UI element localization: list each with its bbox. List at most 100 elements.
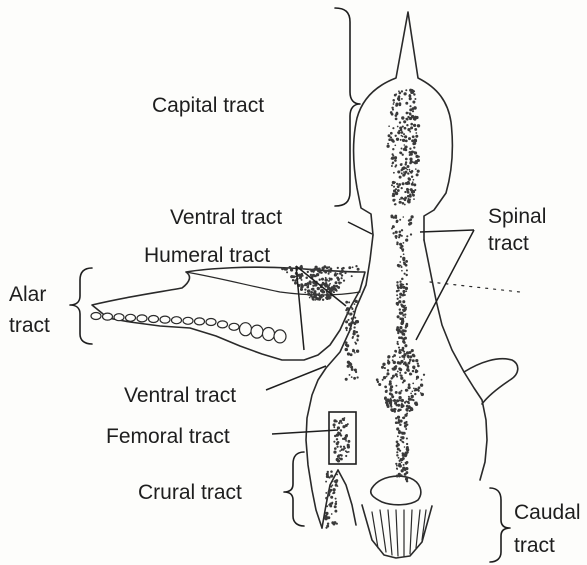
stipple-dot: [390, 136, 392, 138]
femoral-leader: [272, 430, 338, 434]
stipple-dot: [398, 99, 400, 101]
stipple-dot: [414, 98, 416, 100]
stipple-dot: [400, 256, 402, 258]
stipple-dot: [401, 471, 403, 473]
stipple-dot: [413, 124, 416, 127]
stipple-dot: [329, 505, 332, 508]
stipple-dot: [395, 417, 397, 419]
stipple-dot: [331, 513, 333, 515]
stipple-dot: [391, 158, 393, 160]
stipple-dot: [405, 260, 408, 263]
stipple-dot: [400, 431, 402, 433]
stipple-dot: [350, 366, 353, 369]
stipple-dot: [402, 349, 405, 352]
stipple-dot: [387, 143, 389, 145]
primary-feather-7: [160, 316, 170, 323]
stipple-dot: [328, 269, 330, 271]
stipple-dot: [401, 148, 403, 150]
stipple-dot: [339, 272, 342, 275]
stipple-dot: [406, 451, 409, 454]
stipple-dot: [344, 417, 346, 419]
stipple-dot: [401, 355, 404, 358]
right-wing-stub: [464, 359, 518, 404]
stipple-dot: [399, 281, 401, 283]
stipple-dot: [338, 281, 341, 284]
stipple-dot: [332, 488, 335, 491]
stipple-dot: [406, 405, 409, 408]
primary-feather-17: [274, 330, 286, 343]
body-outline-right: [424, 240, 487, 480]
stipple-dot: [410, 233, 412, 235]
stipple-dot: [409, 148, 411, 150]
stipple-dot: [329, 493, 331, 495]
stipple-dot: [401, 305, 403, 307]
stipple-dot: [304, 288, 306, 290]
stipple-dot: [325, 497, 328, 500]
stipple-dot: [348, 301, 350, 303]
stipple-dot: [390, 398, 392, 400]
stipple-dot: [307, 293, 310, 296]
stipple-dot: [321, 266, 324, 269]
stipple-dot: [397, 126, 399, 128]
stipple-dot: [394, 402, 397, 405]
stipple-dot: [385, 390, 388, 393]
stipple-dot: [397, 435, 399, 437]
stipple-dot: [396, 454, 398, 456]
stipple-dot: [392, 377, 394, 379]
stipple-dot: [309, 297, 311, 299]
stipple-dot: [400, 377, 403, 380]
stipple-dot: [319, 279, 321, 281]
primary-feather-3: [114, 314, 124, 321]
stipple-dot: [322, 299, 324, 301]
label-alar-line1: Alar: [9, 283, 46, 306]
stipple-dot: [408, 223, 411, 226]
stipple-dot: [356, 334, 359, 337]
stipple-dot: [404, 135, 407, 138]
stipple-dot: [397, 315, 400, 318]
stipple-dot: [405, 471, 408, 474]
stipple-dot: [340, 454, 342, 456]
stipple-dot: [332, 522, 335, 525]
stipple-dot: [347, 440, 350, 443]
stipple-dot: [412, 383, 414, 385]
stipple-dot: [340, 458, 343, 461]
stipple-dot: [406, 112, 409, 115]
stipple-dot: [418, 390, 420, 392]
stipple-dot: [351, 307, 353, 309]
stipple-dot: [290, 268, 293, 271]
stipple-dot: [392, 225, 394, 227]
stipple-dot: [406, 443, 408, 445]
stipple-dot: [410, 126, 413, 129]
stipple-dot: [336, 446, 338, 448]
stipple-dot: [403, 92, 406, 95]
stipple-dot: [395, 463, 397, 465]
stipple-dot: [353, 333, 355, 335]
stipple-dot: [407, 401, 410, 404]
stipple-dot: [401, 90, 403, 92]
stipple-dot: [396, 399, 399, 402]
stipple-dot: [395, 351, 397, 353]
stipple-dot: [401, 461, 403, 463]
stipple-dot: [303, 285, 305, 287]
stipple-dot: [408, 396, 410, 398]
caudal-tract-brace: [490, 488, 510, 562]
stipple-dot: [397, 370, 399, 372]
stipple-dot: [334, 273, 337, 276]
stipple-dot: [399, 176, 402, 179]
stipple-dot: [402, 257, 405, 260]
stipple-dot: [406, 323, 409, 326]
stipple-dot: [407, 172, 409, 174]
stipple-dot: [292, 279, 294, 281]
stipple-dot: [294, 279, 297, 282]
stipple-dot: [326, 266, 329, 269]
primary-feather-9: [183, 317, 193, 324]
stipple-dot: [407, 128, 410, 131]
stipple-dot: [328, 297, 330, 299]
stipple-dot: [398, 457, 400, 459]
stipple-dot: [401, 131, 404, 134]
stipple-dot: [396, 242, 398, 244]
stipple-dot: [304, 292, 306, 294]
primary-feather-10: [195, 318, 205, 325]
stipple-dot: [391, 228, 393, 230]
